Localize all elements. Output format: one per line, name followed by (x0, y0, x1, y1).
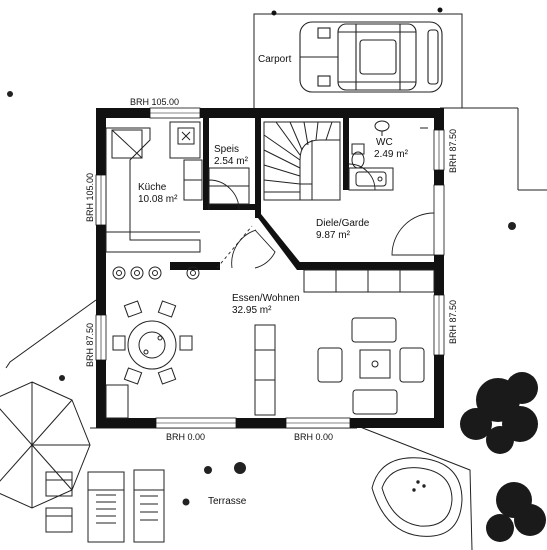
room-kueche-name: Küche (138, 182, 167, 193)
sideboard (105, 324, 276, 419)
interior-walls (170, 118, 444, 270)
brh-right-upper: BRH 87.50 (448, 129, 458, 173)
room-essen-name: Essen/Wohnen (232, 293, 300, 304)
car-drawing (299, 21, 443, 93)
lounge-set (317, 317, 425, 415)
brh-top: BRH 105.00 (130, 97, 179, 107)
trees (460, 372, 546, 542)
room-wc-name: WC (376, 137, 393, 148)
room-wc-area: 2.49 m² (374, 149, 409, 160)
room-essen-area: 32.95 m² (232, 305, 272, 316)
windows (95, 107, 445, 429)
brh-bottom-right: BRH 0.00 (294, 432, 333, 442)
brh-right-lower: BRH 87.50 (448, 300, 458, 344)
room-kueche-area: 10.08 m² (138, 194, 178, 205)
bar-stools (112, 266, 200, 280)
pantry-shelves (208, 167, 250, 205)
parasol (0, 381, 91, 509)
wall-shelf (303, 269, 435, 293)
room-speis-name: Speis (214, 144, 239, 155)
staircase (263, 121, 341, 201)
room-speis-area: 2.54 m² (214, 156, 249, 167)
brh-left-lower: BRH 87.50 (85, 323, 95, 367)
kitchen-counters (105, 121, 203, 253)
dining-table (112, 300, 193, 385)
brh-left-upper: BRH 105.00 (85, 173, 95, 222)
doors (208, 163, 435, 269)
post-marker (437, 7, 443, 13)
site-lines (5, 13, 547, 550)
deck-chairs (45, 469, 165, 543)
terrasse-label: Terrasse (208, 496, 247, 507)
wc-fixtures (348, 120, 394, 191)
carport-label: Carport (258, 54, 292, 65)
post-marker (271, 10, 277, 16)
room-diele-area: 9.87 m² (316, 230, 351, 241)
garden-pond (371, 457, 463, 537)
terrace-plants (7, 91, 516, 506)
room-diele-name: Diele/Garde (316, 218, 370, 229)
brh-bottom-left: BRH 0.00 (166, 432, 205, 442)
